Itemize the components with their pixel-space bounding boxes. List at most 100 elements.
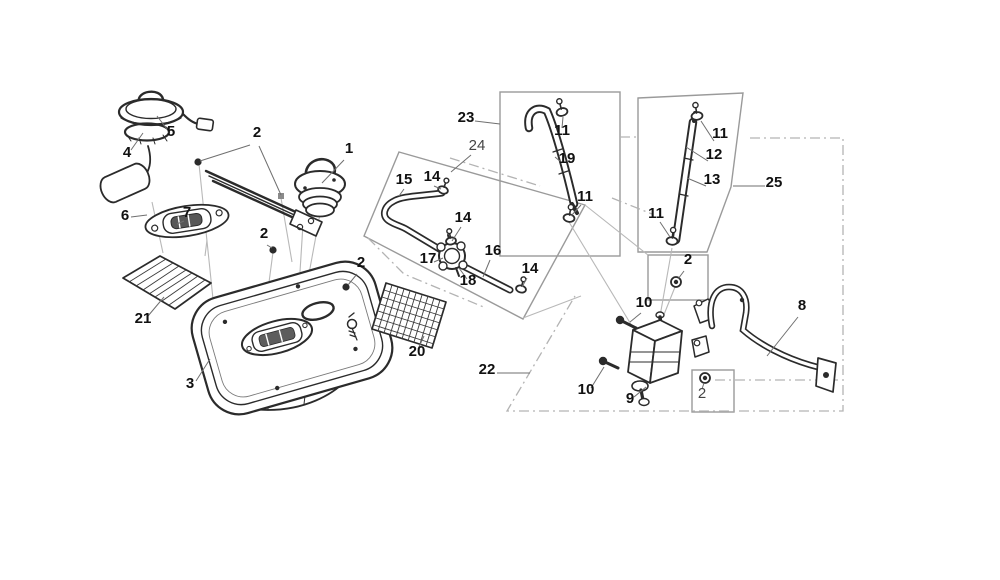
screw-2	[194, 158, 202, 166]
screw-2	[278, 193, 284, 199]
part-label-10-13: 10	[636, 294, 653, 311]
clamp-11	[665, 226, 679, 246]
valve-bolt-10	[615, 315, 638, 330]
leader-line-13	[686, 177, 707, 187]
part-label-14-21: 14	[424, 168, 441, 185]
part-label-17-26: 17	[420, 250, 437, 267]
sender-grommet	[123, 122, 171, 145]
reference-boxes	[363, 91, 744, 413]
leader-line-14	[521, 277, 528, 288]
part-label-2-4: 2	[684, 251, 692, 268]
leader-line-2	[347, 273, 358, 286]
leader-line-24	[450, 154, 472, 173]
leader-line-2	[266, 244, 273, 249]
fuel-valve	[598, 311, 683, 407]
fuel-filter	[436, 234, 468, 277]
leader-line-11	[659, 221, 671, 238]
pump-opening	[240, 317, 314, 357]
leader-line-21	[147, 296, 165, 317]
clamp-14	[437, 177, 450, 195]
part-label-2-5: 2	[698, 385, 706, 402]
leader-line-11	[700, 120, 715, 142]
part-label-9-12: 9	[626, 390, 634, 407]
part-label-20-29: 20	[409, 343, 426, 360]
part-label-19-28: 19	[559, 150, 576, 167]
box-24	[363, 151, 587, 320]
part-label-22-31: 22	[479, 361, 496, 378]
fuel-sender-assembly	[99, 90, 215, 204]
fuel-line-assembly	[380, 189, 514, 294]
leader-line-16	[482, 259, 491, 278]
fasteners	[194, 158, 711, 384]
leader-line-2	[199, 144, 251, 162]
part-label-3-6: 3	[186, 375, 194, 392]
leader-line-14	[433, 185, 442, 190]
screw-2	[269, 246, 277, 254]
part-label-4-7: 4	[123, 144, 132, 161]
leader-line-10	[590, 366, 605, 389]
part-label-10-14: 10	[578, 381, 595, 398]
part-label-24-33: 24	[469, 137, 486, 154]
clamp-14	[515, 276, 527, 294]
part-label-23-32: 23	[458, 109, 475, 126]
protector-panel	[371, 282, 447, 349]
mounting-rail	[204, 169, 323, 237]
clamp-14	[445, 228, 457, 246]
nut-2	[699, 372, 711, 384]
part-label-11-17: 11	[712, 125, 728, 142]
part-label-14-23: 14	[522, 260, 539, 277]
pump-plate	[144, 203, 230, 239]
part-label-12-19: 12	[706, 146, 723, 163]
hose-19	[524, 104, 579, 215]
box-23	[499, 91, 621, 257]
valve-bolt-10	[598, 356, 620, 370]
leader-line-2	[258, 145, 282, 196]
part-label-15-24: 15	[396, 171, 413, 188]
part-label-16-25: 16	[485, 242, 502, 259]
clamp-11	[690, 101, 704, 121]
part-label-1-0: 1	[345, 140, 353, 157]
part-label-21-30: 21	[135, 310, 152, 327]
leader-line-8	[766, 316, 799, 357]
leader-line-7	[176, 220, 185, 225]
part-label-2-1: 2	[253, 124, 261, 141]
leader-line-20	[417, 335, 425, 350]
leader-line-23	[474, 120, 501, 125]
leader-line-6	[130, 214, 148, 218]
part-label-18-27: 18	[460, 272, 477, 289]
leader-line-11	[561, 116, 564, 129]
filler-cap	[294, 157, 346, 218]
dashdot-segment	[449, 157, 541, 187]
leader-line-2	[701, 382, 705, 390]
part-label-14-22: 14	[455, 209, 472, 226]
bracket	[691, 283, 837, 393]
part-label-11-15: 11	[554, 122, 570, 139]
hose-clamps	[437, 98, 704, 294]
box-25	[637, 92, 744, 253]
leader-line-1	[321, 159, 345, 184]
leader-line-9	[633, 386, 647, 398]
sender-cap	[117, 90, 185, 127]
tank-outlet-fitting	[346, 312, 358, 341]
part-label-2-2: 2	[260, 225, 268, 242]
part-label-6-9: 6	[121, 207, 129, 224]
leader-line-2	[677, 270, 685, 280]
tank-oring	[301, 301, 335, 321]
leader-line-10	[629, 312, 642, 323]
wire-connector	[195, 117, 215, 132]
leader-line-12	[685, 146, 709, 162]
leader-line-15	[398, 188, 405, 197]
label-leader-lines	[130, 115, 799, 398]
hose-12-13	[671, 111, 698, 245]
screw-2	[342, 283, 350, 291]
leader-line-5	[156, 115, 168, 130]
leader-line-18	[458, 267, 468, 280]
float	[99, 162, 151, 204]
clamp-11	[562, 203, 576, 223]
nut-2	[670, 276, 682, 288]
heat-shield	[122, 255, 212, 310]
clamp-11	[555, 98, 569, 117]
leader-line-14	[451, 226, 462, 242]
